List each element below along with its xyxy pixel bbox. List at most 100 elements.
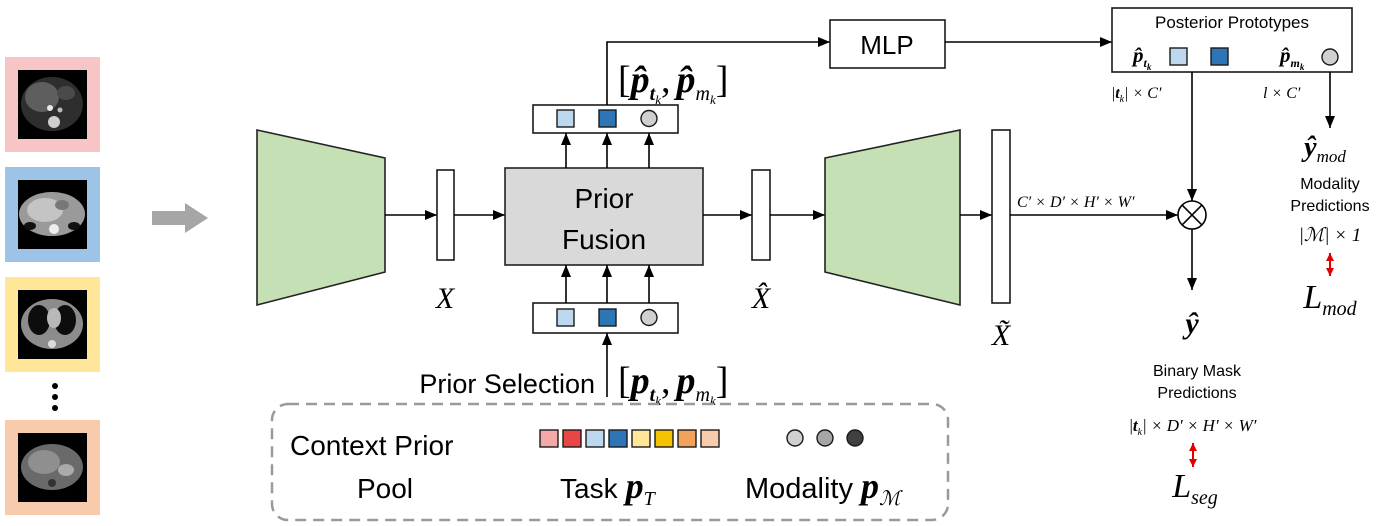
multiply-operator xyxy=(1177,200,1207,230)
p-t: p xyxy=(628,360,650,402)
bracket-open: [ xyxy=(618,59,631,101)
selected-priors-label: [ptk,pmk] xyxy=(618,360,728,408)
feature-xtilde-bar xyxy=(991,129,1011,304)
prior-fusion-line1: Prior xyxy=(574,183,633,214)
segmentation-loss: Lseg xyxy=(1171,468,1218,509)
mask-output-dims: |tk| × D′ × H′ × W′ xyxy=(1129,416,1256,438)
L: L xyxy=(1171,468,1191,505)
modality-word: Modality xyxy=(745,473,853,505)
posterior-task-symbol: p̂tk xyxy=(1131,43,1152,72)
p-hat: p̂ xyxy=(1278,43,1291,67)
task-prototype-dims: |tk| × C′ xyxy=(1112,85,1162,105)
input-scans xyxy=(5,57,100,515)
sub-m: m xyxy=(696,83,710,105)
prior-fusion-line2: Fusion xyxy=(562,224,646,255)
feature-xhat-bar xyxy=(751,169,771,261)
p-m: p xyxy=(674,360,696,402)
modality-prior-1 xyxy=(786,429,804,447)
decoder-dims-label: C′ × D′ × H′ × W′ xyxy=(1017,194,1135,211)
scan-thumbnail-4 xyxy=(5,420,100,515)
pipe: | xyxy=(1129,416,1132,435)
task-token-light xyxy=(556,109,575,128)
task-prior-8 xyxy=(700,429,720,448)
feature-xhat-label: X̂ xyxy=(751,282,772,315)
sub-M: ℳ xyxy=(879,488,903,510)
t: t xyxy=(1115,85,1120,102)
task-prior-5 xyxy=(631,429,651,448)
task-prior-pool xyxy=(539,429,720,448)
input-arrow xyxy=(152,203,208,233)
modality-loss: Lmod xyxy=(1302,279,1357,320)
bracket-close: ] xyxy=(716,360,729,402)
sub-k: k xyxy=(1138,427,1143,438)
mlp-block xyxy=(829,19,946,69)
sub-m: m xyxy=(1291,56,1300,70)
mask-predictions-line2: Predictions xyxy=(1157,385,1236,402)
posterior-modality-token xyxy=(1321,48,1339,66)
modality-token xyxy=(640,109,658,128)
task-token-light xyxy=(556,308,575,327)
feature-xtilde-label: X̃ xyxy=(991,319,1012,352)
p-hat-t: p̂ xyxy=(628,59,650,101)
sub-seg: seg xyxy=(1191,487,1218,509)
sub-k: k xyxy=(655,393,661,408)
L: L xyxy=(1302,279,1322,316)
modality-predictions-line1: Modality xyxy=(1300,176,1360,193)
modality-prototype-dims: l × C′ xyxy=(1263,85,1301,102)
context-prior-pool-line2: Pool xyxy=(357,473,413,504)
sub-T: T xyxy=(644,488,657,510)
sub-m: m xyxy=(696,384,710,406)
posterior-task-token-dark xyxy=(1210,47,1229,66)
t: t xyxy=(1133,416,1139,435)
y-hat: ŷ xyxy=(1301,132,1317,163)
feature-x-label: X xyxy=(435,282,456,315)
sub-mod: mod xyxy=(1322,298,1357,320)
feature-x-bar xyxy=(436,169,455,261)
scan-thumbnail-2 xyxy=(5,167,100,262)
task-prior-2 xyxy=(562,429,582,448)
bracket-close: ] xyxy=(716,59,729,101)
posterior-modality-symbol: p̂mk xyxy=(1278,43,1305,72)
sub-mod: mod xyxy=(1317,147,1347,166)
mask-output-symbol: ŷ xyxy=(1182,307,1199,340)
arrow-to-mlp xyxy=(606,37,830,105)
p: p xyxy=(858,466,879,506)
sub-k: k xyxy=(655,92,661,107)
modality-prior-2 xyxy=(816,429,834,447)
rest: | × C′ xyxy=(1124,85,1162,102)
modality-prior-3 xyxy=(846,429,864,447)
task-prior-3 xyxy=(585,429,605,448)
task-prior-1 xyxy=(539,429,559,448)
modality-output-dims: |ℳ| × 1 xyxy=(1299,225,1362,246)
sub-k: k xyxy=(710,92,716,107)
rest: | × D′ × H′ × W′ xyxy=(1142,416,1257,435)
separator: , xyxy=(661,59,671,101)
context-prior-pool-line1: Context Prior xyxy=(290,430,453,461)
scan-thumbnail-1 xyxy=(5,57,100,152)
scan-thumbnail-3 xyxy=(5,277,100,372)
p-hat: p̂ xyxy=(1131,43,1144,67)
bracket-open: [ xyxy=(618,360,631,402)
decoder xyxy=(824,129,961,307)
modality-predictions-line2: Predictions xyxy=(1290,198,1369,215)
posterior-prototypes-box xyxy=(1111,7,1353,73)
modality-token xyxy=(640,308,658,327)
task-word: Task xyxy=(560,473,619,504)
separator: , xyxy=(661,360,671,402)
sub-t: t xyxy=(650,83,657,105)
sub-k: k xyxy=(710,393,716,408)
mask-predictions-line1: Binary Mask xyxy=(1153,363,1242,380)
prior-fusion-block xyxy=(504,167,704,266)
task-prior-7 xyxy=(677,429,697,448)
pipe: | xyxy=(1112,85,1115,102)
modality-prior-pool xyxy=(786,429,864,447)
encoder xyxy=(256,129,386,307)
sub-t: t xyxy=(1144,56,1148,70)
p-hat-m: p̂ xyxy=(674,59,696,101)
sub-t: t xyxy=(650,384,657,406)
p: p xyxy=(623,466,644,506)
task-prior-6 xyxy=(654,429,674,448)
